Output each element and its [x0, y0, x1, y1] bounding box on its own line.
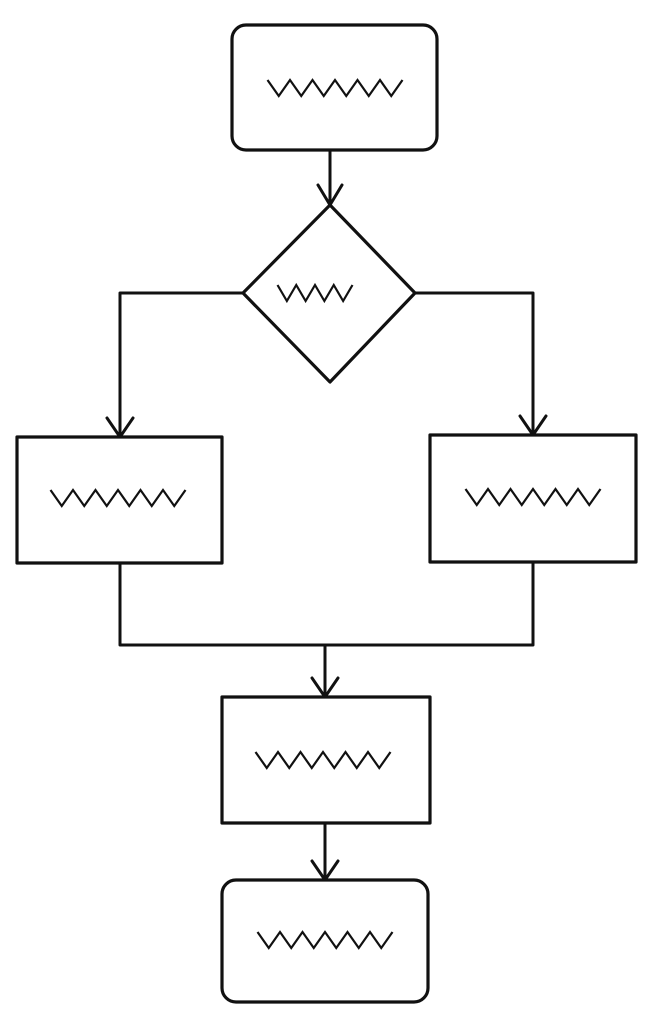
edge-decision-to-left — [118, 291, 245, 439]
zigzag-label-end — [256, 930, 394, 950]
zigzag-label-start — [266, 78, 404, 98]
zigzag-label-left-process — [49, 488, 187, 508]
edge-decision-to-right — [413, 291, 535, 437]
node-left-process — [15, 435, 224, 565]
node-start — [230, 23, 439, 152]
zigzag-label-decision — [276, 282, 354, 304]
zigzag-label-merge-process — [254, 750, 392, 770]
node-merge-process — [220, 695, 432, 825]
edge-branches-merge — [118, 560, 535, 699]
node-right-process — [428, 433, 638, 564]
zigzag-label-right-process — [464, 487, 602, 507]
node-end — [220, 878, 430, 1004]
